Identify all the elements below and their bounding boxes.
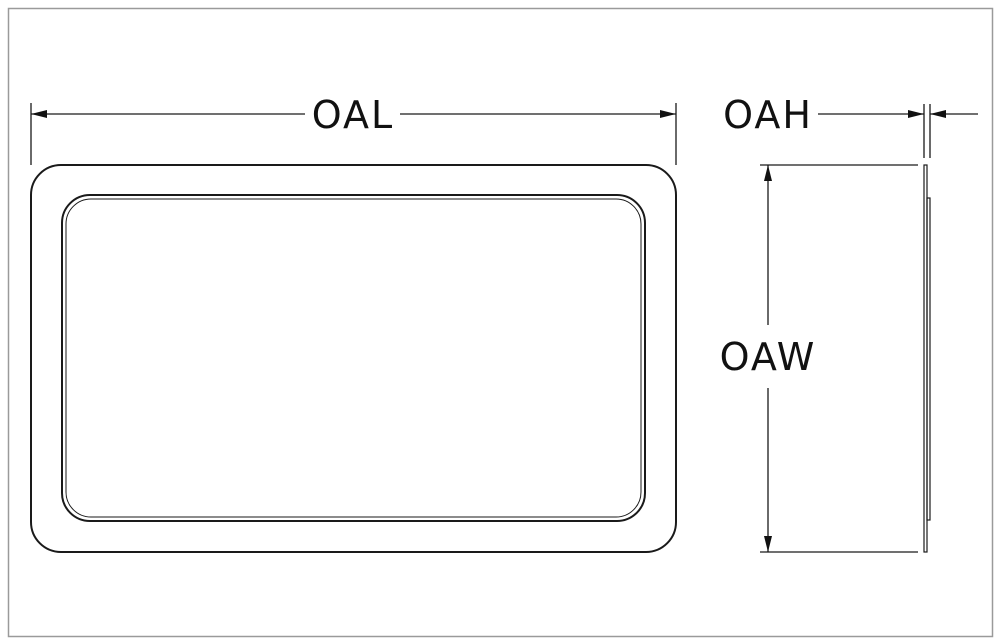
- outer-rim: [30, 164, 677, 553]
- side-view: [923, 164, 931, 553]
- inner-well-edge: [65, 198, 642, 518]
- oah-label: OAH: [723, 93, 813, 137]
- oah-dimension: [818, 104, 978, 158]
- oaw-dimension: [760, 164, 918, 553]
- oaw-label: OAW: [720, 335, 817, 379]
- drawing-frame: [7, 7, 994, 638]
- oal-dimension: [30, 103, 677, 165]
- side-body: [926, 197, 931, 521]
- oal-label: OAL: [312, 93, 394, 137]
- inner-well: [61, 194, 646, 522]
- top-view: [30, 164, 677, 553]
